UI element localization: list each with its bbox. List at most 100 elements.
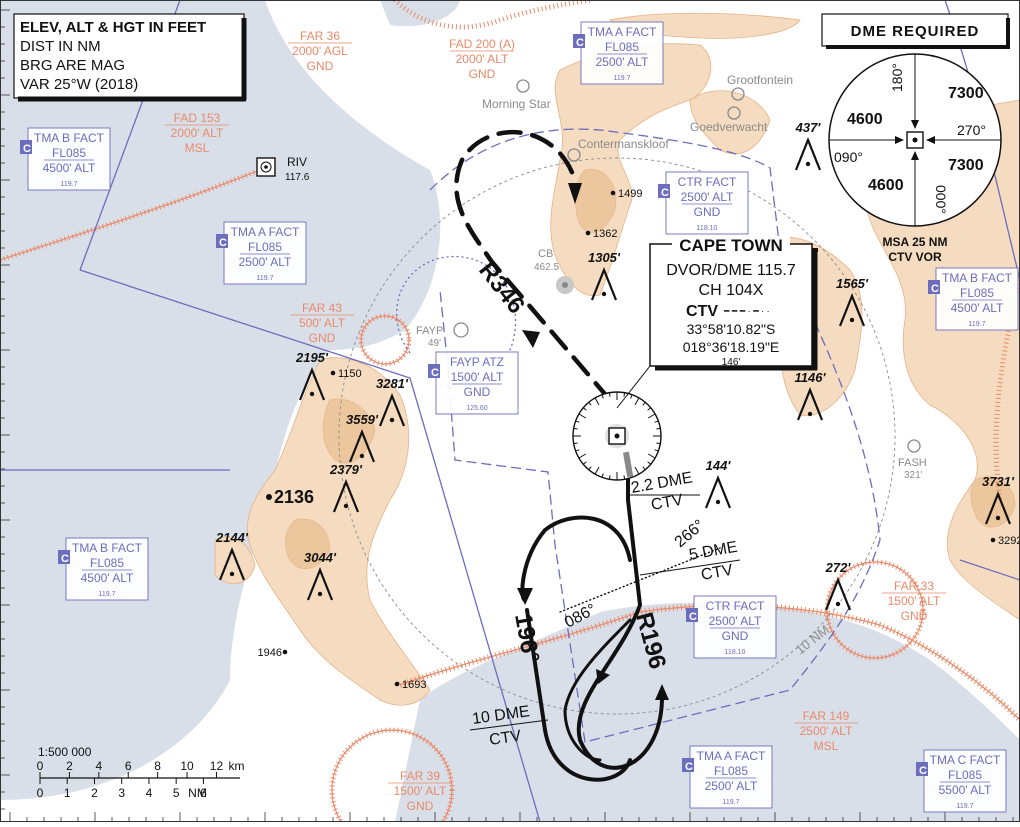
msa-sector-nw: 4600: [847, 111, 883, 128]
label-dme5: 5 DME: [688, 539, 739, 564]
compass-tick: [578, 453, 587, 459]
compass-tick: [588, 466, 592, 471]
compass-tick: [601, 473, 604, 478]
restricted-line: FAR 43: [302, 301, 342, 315]
legend-line-2: DIST IN NM: [20, 38, 101, 55]
obstacle-icon: [984, 491, 1012, 525]
spot-height-label: 1362: [593, 228, 617, 240]
obstacle-o3559: 3559': [346, 412, 379, 463]
dme-required-box: DME REQUIRED: [821, 13, 1010, 49]
obstacle-label: 144': [706, 458, 732, 473]
msa-arrow-w: [895, 136, 904, 144]
label-dme5-ctv: CTV: [700, 562, 735, 584]
obstacle-label: 2195': [295, 350, 329, 365]
navaid-box-frame: [649, 243, 813, 367]
class-c-badge: [686, 608, 698, 622]
riv-freq: 117.6: [285, 172, 310, 183]
scale-nm-label: 1: [64, 786, 71, 800]
airspace-label-frame: [435, 351, 519, 415]
terrain-peninsula: [246, 357, 431, 706]
restricted-line: FAR 36: [300, 29, 340, 43]
airspace-line: TMA C FACT: [930, 753, 1001, 767]
airspace-freq: 119.7: [957, 803, 974, 810]
ring-10nm: [338, 157, 896, 715]
restricted-line: FAR 149: [803, 709, 850, 723]
spot-height-label: 1150: [338, 368, 362, 380]
obstacle-label: 3559': [346, 412, 379, 427]
compass-tick: [656, 427, 661, 430]
compass-tick: [575, 449, 580, 452]
dme5-fix-line: [639, 559, 741, 576]
far36-boundary: [393, 0, 591, 30]
obstacle-icon: [704, 475, 732, 509]
sea-top: [380, 0, 460, 27]
scale-nm-label: 5: [173, 786, 180, 800]
radial-266-dotted: [559, 547, 721, 613]
obstacle-icon: [838, 293, 866, 327]
airspace-line: 5500' ALT: [939, 783, 992, 797]
airspace-label-frame: [580, 21, 664, 85]
restricted-line: 2000' AGL: [292, 44, 348, 58]
spot-height-h1499: 1499: [610, 188, 642, 200]
contermanskloof-symbol: [567, 148, 581, 162]
restricted-line: 500' ALT: [299, 316, 346, 330]
restricted-line: MSL: [185, 141, 210, 155]
obstacle-o437: 437': [794, 120, 822, 171]
class-c-badge: [928, 280, 940, 294]
airspace-line: GND: [722, 629, 749, 643]
reporting-point-labels: Morning Star Grootfontein Goedverwacht C…: [416, 73, 927, 481]
compass-tick: [623, 392, 626, 397]
morning-star-label: Morning Star: [482, 97, 551, 111]
spot-height-dot: [990, 537, 996, 543]
obstacle-label: 437': [795, 120, 822, 135]
fayp-label: FAYP: [416, 325, 443, 337]
spot-height-dot: [330, 370, 336, 376]
airspace-line: TMA A FACT: [588, 25, 657, 39]
restricted-line: GND: [469, 67, 496, 81]
runway-strip: [622, 451, 634, 478]
class-c-badge: [916, 762, 928, 776]
obstacle-label: 1305': [588, 250, 621, 265]
airspace-line: FL085: [52, 146, 86, 160]
airspace-freq: 119.7: [99, 591, 116, 598]
airspace-freq: 118.10: [697, 225, 718, 232]
compass-tick: [647, 413, 656, 419]
fayp-symbol: [453, 322, 469, 338]
spot-height-h1693: 1693: [394, 679, 426, 691]
compass-tick: [582, 461, 587, 465]
scale-ratio: 1:500 000: [38, 745, 92, 759]
airspace-line: FL085: [948, 768, 982, 782]
airspace-line: TMA A FACT: [231, 225, 300, 239]
class-c-letter: C: [219, 237, 227, 249]
restricted-line: GND: [407, 799, 434, 813]
class-c-badge: [573, 34, 585, 48]
goedverwacht-symbol: [727, 106, 741, 120]
obstacle-icon: [218, 547, 246, 581]
obstacle-o144: 144': [704, 458, 732, 509]
airspace-line: TMA B FACT: [942, 271, 1013, 285]
ctv-compass-rose: [572, 391, 662, 481]
label-dme10-ctv: CTV: [488, 728, 522, 749]
restricted-line: GND: [309, 331, 336, 345]
navaid-info-box: CAPE TOWN DVOR/DME 115.7 CH 104X CTV ━ ━…: [616, 236, 818, 409]
compass-tick: [601, 394, 604, 399]
compass-tick: [654, 449, 659, 452]
spot-height-h1946: 1946: [258, 647, 288, 659]
compass-tick: [634, 466, 640, 475]
ctr-boundary: [429, 128, 881, 743]
scale-nm-label: 0: [37, 786, 44, 800]
peak-2136-dot: [266, 494, 272, 500]
airspace-line: TMA A FACT: [697, 749, 766, 763]
obstacle-icon: [794, 137, 822, 171]
compass-tick: [573, 442, 578, 445]
restricted-line: GND: [901, 609, 928, 623]
